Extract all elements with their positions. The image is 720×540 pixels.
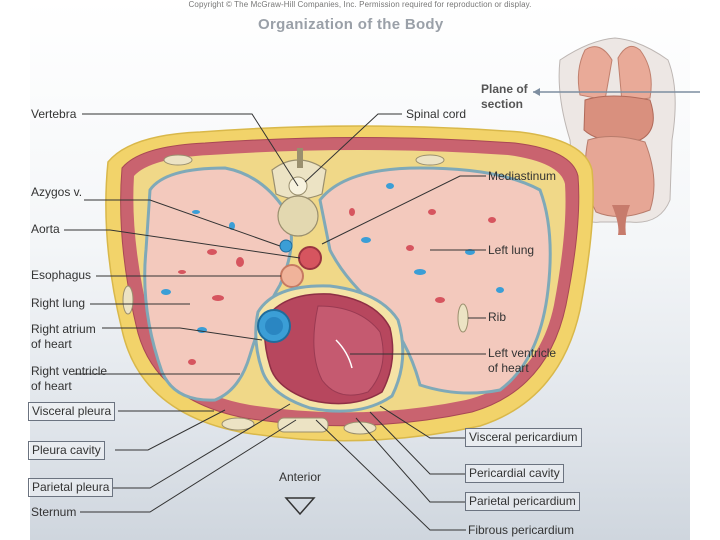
label-right-lung: Right lung <box>31 296 86 310</box>
plane-of-section-arrow-icon <box>533 88 540 96</box>
rib-right-anterior <box>221 417 255 431</box>
sternum <box>277 417 329 433</box>
label-esophagus: Esophagus <box>31 268 92 282</box>
copyright-notice: Copyright © The McGraw-Hill Companies, I… <box>188 0 532 9</box>
label-left-ventricle: Left ventricle of heart <box>488 346 557 375</box>
label-azygos-vein: Azygos v. <box>31 185 83 199</box>
label-aorta: Aorta <box>31 222 60 236</box>
label-parietal-pericardium: Parietal pericardium <box>465 492 580 511</box>
rib-right-lateral <box>122 285 134 315</box>
left-ventricle <box>313 305 384 396</box>
label-left-lung: Left lung <box>488 243 535 257</box>
label-parietal-pleura: Parietal pleura <box>28 478 114 497</box>
rib-left-lateral <box>457 303 469 333</box>
label-pericardial-cavity: Pericardial cavity <box>465 464 564 483</box>
label-visceral-pleura: Visceral pleura <box>28 402 116 421</box>
label-sternum: Sternum <box>31 505 77 519</box>
label-vertebra: Vertebra <box>31 107 77 121</box>
esophagus <box>280 264 304 288</box>
leader-lines <box>64 113 486 531</box>
label-plane-of-section: Plane of section <box>481 82 528 111</box>
label-pleural-cavity: Pleura cavity <box>28 441 105 460</box>
anterior-arrow-icon <box>284 497 316 516</box>
label-right-ventricle: Right ventricle of heart <box>31 364 108 393</box>
label-right-atrium: Right atrium of heart <box>31 322 96 351</box>
label-mediastinum: Mediastinum <box>488 169 557 183</box>
label-anterior: Anterior <box>279 470 322 484</box>
label-visceral-pericardium: Visceral pericardium <box>465 428 582 447</box>
lung-vessels <box>161 183 504 365</box>
label-fibrous-pericardium: Fibrous pericardium <box>468 523 575 537</box>
label-spinal-cord: Spinal cord <box>406 107 467 121</box>
vertebra <box>271 148 327 237</box>
rib-left-anterior <box>343 421 377 435</box>
aorta <box>298 246 322 270</box>
label-rib: Rib <box>488 310 507 324</box>
azygos-vein <box>279 239 293 253</box>
slide-title: Organization of the Body <box>258 16 444 33</box>
